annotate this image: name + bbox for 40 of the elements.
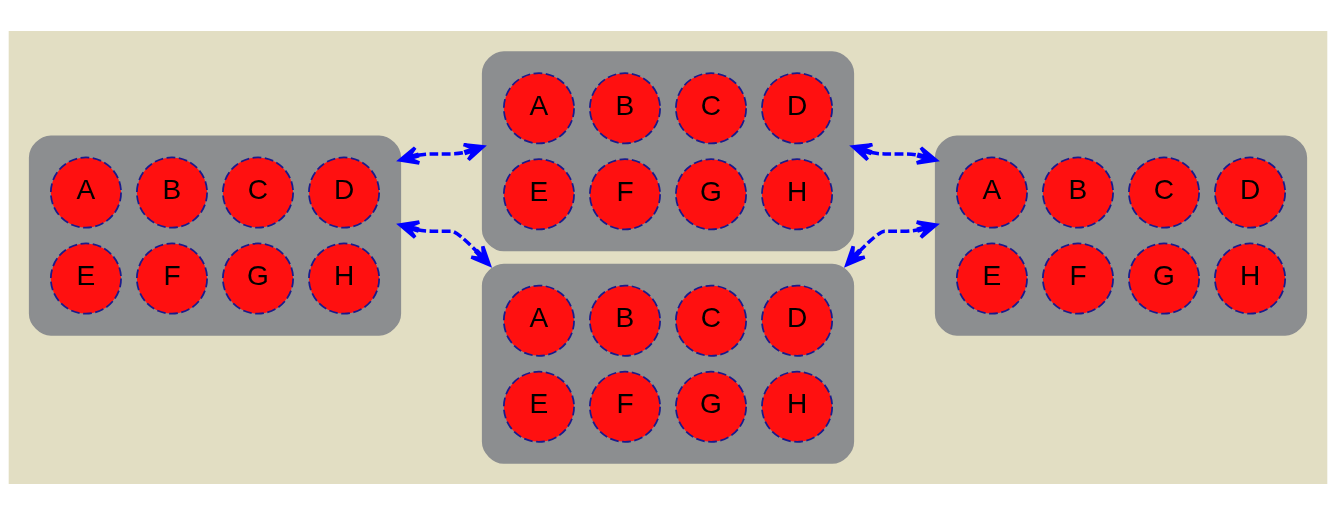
- node-circle: E: [502, 157, 575, 230]
- node-circle: B: [136, 156, 208, 229]
- arrow: [398, 142, 485, 165]
- node-circle: D: [1214, 156, 1287, 229]
- node-circle: H: [1214, 242, 1287, 315]
- node-circle: G: [675, 157, 747, 230]
- node-circle: C: [1128, 156, 1200, 229]
- node-circle: G: [1128, 242, 1200, 315]
- node-circle: A: [49, 156, 122, 229]
- node-circle: F: [136, 242, 208, 315]
- node-circle: C: [222, 156, 294, 229]
- arrow: [398, 219, 491, 266]
- cluster: [28, 134, 402, 336]
- node-circle: D: [761, 71, 834, 144]
- node-circle: H: [761, 370, 834, 443]
- node-circle: A: [502, 284, 575, 357]
- cluster: [481, 50, 855, 251]
- cluster: [481, 263, 855, 464]
- arrow: [845, 219, 938, 266]
- node-circle: F: [1042, 242, 1114, 315]
- node-circle: H: [761, 157, 834, 230]
- node-circle: G: [222, 242, 294, 315]
- node-circle: E: [502, 370, 575, 443]
- node-circle: A: [502, 71, 575, 144]
- node-circle: B: [1042, 156, 1114, 229]
- node-circle: D: [308, 156, 381, 229]
- node-circle: B: [589, 284, 661, 357]
- arrow: [851, 142, 938, 165]
- node-circle: F: [589, 370, 661, 443]
- node-circle: E: [49, 242, 122, 315]
- node-circle: G: [675, 370, 747, 443]
- node-circle: C: [675, 71, 747, 144]
- node-circle: C: [675, 284, 747, 357]
- node-circle: B: [589, 71, 661, 144]
- node-circle: F: [589, 157, 661, 230]
- node-circle: H: [308, 242, 381, 315]
- node-circle: E: [955, 242, 1028, 315]
- node-circle: D: [761, 284, 834, 357]
- node-circle: A: [955, 156, 1028, 229]
- cluster: [934, 134, 1308, 336]
